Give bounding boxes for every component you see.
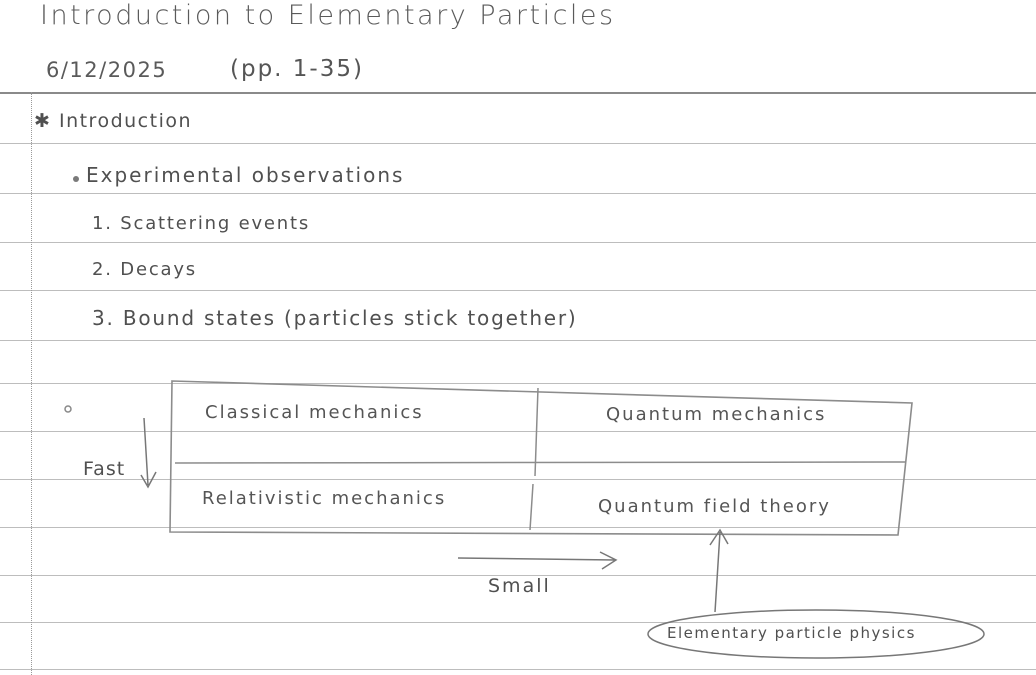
ruled-line xyxy=(0,143,1036,144)
page-range: (pp. 1-35) xyxy=(230,56,364,82)
ruled-line xyxy=(0,242,1036,243)
list-item: 1. Scattering events xyxy=(92,213,311,234)
ruled-line xyxy=(0,193,1036,194)
page-title: Introduction to Elementary Particles xyxy=(40,0,616,31)
ruled-line xyxy=(0,622,1036,623)
ruled-line xyxy=(0,669,1036,670)
callout-label: Elementary particle physics xyxy=(667,624,916,642)
right-arrow-icon xyxy=(457,551,618,570)
ruled-line xyxy=(0,383,1036,384)
table-cell-qft: Quantum field theory xyxy=(598,496,831,517)
up-arrow-icon xyxy=(709,528,729,613)
callout-ellipse xyxy=(647,609,985,659)
down-arrow-icon xyxy=(140,417,157,489)
list-item: 2. Decays xyxy=(92,259,197,280)
table-cell-quantum: Quantum mechanics xyxy=(606,404,827,425)
bullet-icon xyxy=(64,405,72,413)
ruled-line xyxy=(0,340,1036,341)
ruled-line xyxy=(0,575,1036,576)
margin-line xyxy=(31,92,32,675)
ruled-line xyxy=(0,92,1036,94)
bullet-item: Experimental observations xyxy=(86,163,405,187)
ruled-line xyxy=(0,527,1036,528)
ruled-line xyxy=(0,431,1036,432)
note-date: 6/12/2025 xyxy=(46,58,168,82)
table-divider xyxy=(174,461,907,464)
section-heading: ✱ Introduction xyxy=(34,110,193,132)
table-cell-relativistic: Relativistic mechanics xyxy=(202,488,447,509)
axis-label-fast: Fast xyxy=(83,458,126,480)
ruled-line xyxy=(0,290,1036,291)
bullet-icon xyxy=(73,176,79,182)
table-divider xyxy=(529,387,539,531)
list-item: 3. Bound states (particles stick togethe… xyxy=(92,306,578,330)
axis-label-small: Small xyxy=(488,575,551,597)
table-outline xyxy=(169,380,913,536)
table-cell-classical: Classical mechanics xyxy=(205,402,424,423)
ruled-line xyxy=(0,479,1036,480)
